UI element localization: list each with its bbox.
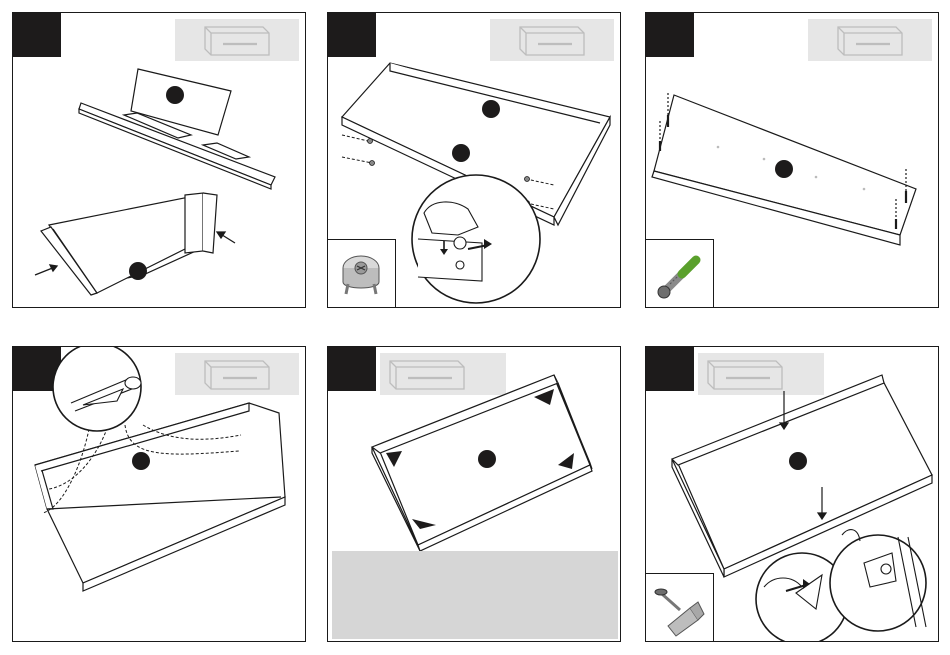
step-6-panel <box>645 346 939 642</box>
step-4-panel <box>12 346 306 642</box>
step-1-panel <box>12 12 306 308</box>
step-5-illustration <box>328 347 621 552</box>
cam-lock-icon <box>328 240 394 306</box>
step-4-illustration <box>13 347 306 642</box>
corner-bracket-screw-icon <box>646 574 712 640</box>
step-2-panel <box>327 12 621 308</box>
step-1-illustration <box>13 13 306 308</box>
cam-lock-inset <box>328 239 396 307</box>
step-5-panel <box>327 346 621 642</box>
note-box <box>332 551 618 639</box>
step-3-panel <box>645 12 939 308</box>
corner-bracket-inset <box>646 573 714 641</box>
cam-bolt-inset <box>646 239 714 307</box>
cam-bolt-icon <box>646 240 712 306</box>
